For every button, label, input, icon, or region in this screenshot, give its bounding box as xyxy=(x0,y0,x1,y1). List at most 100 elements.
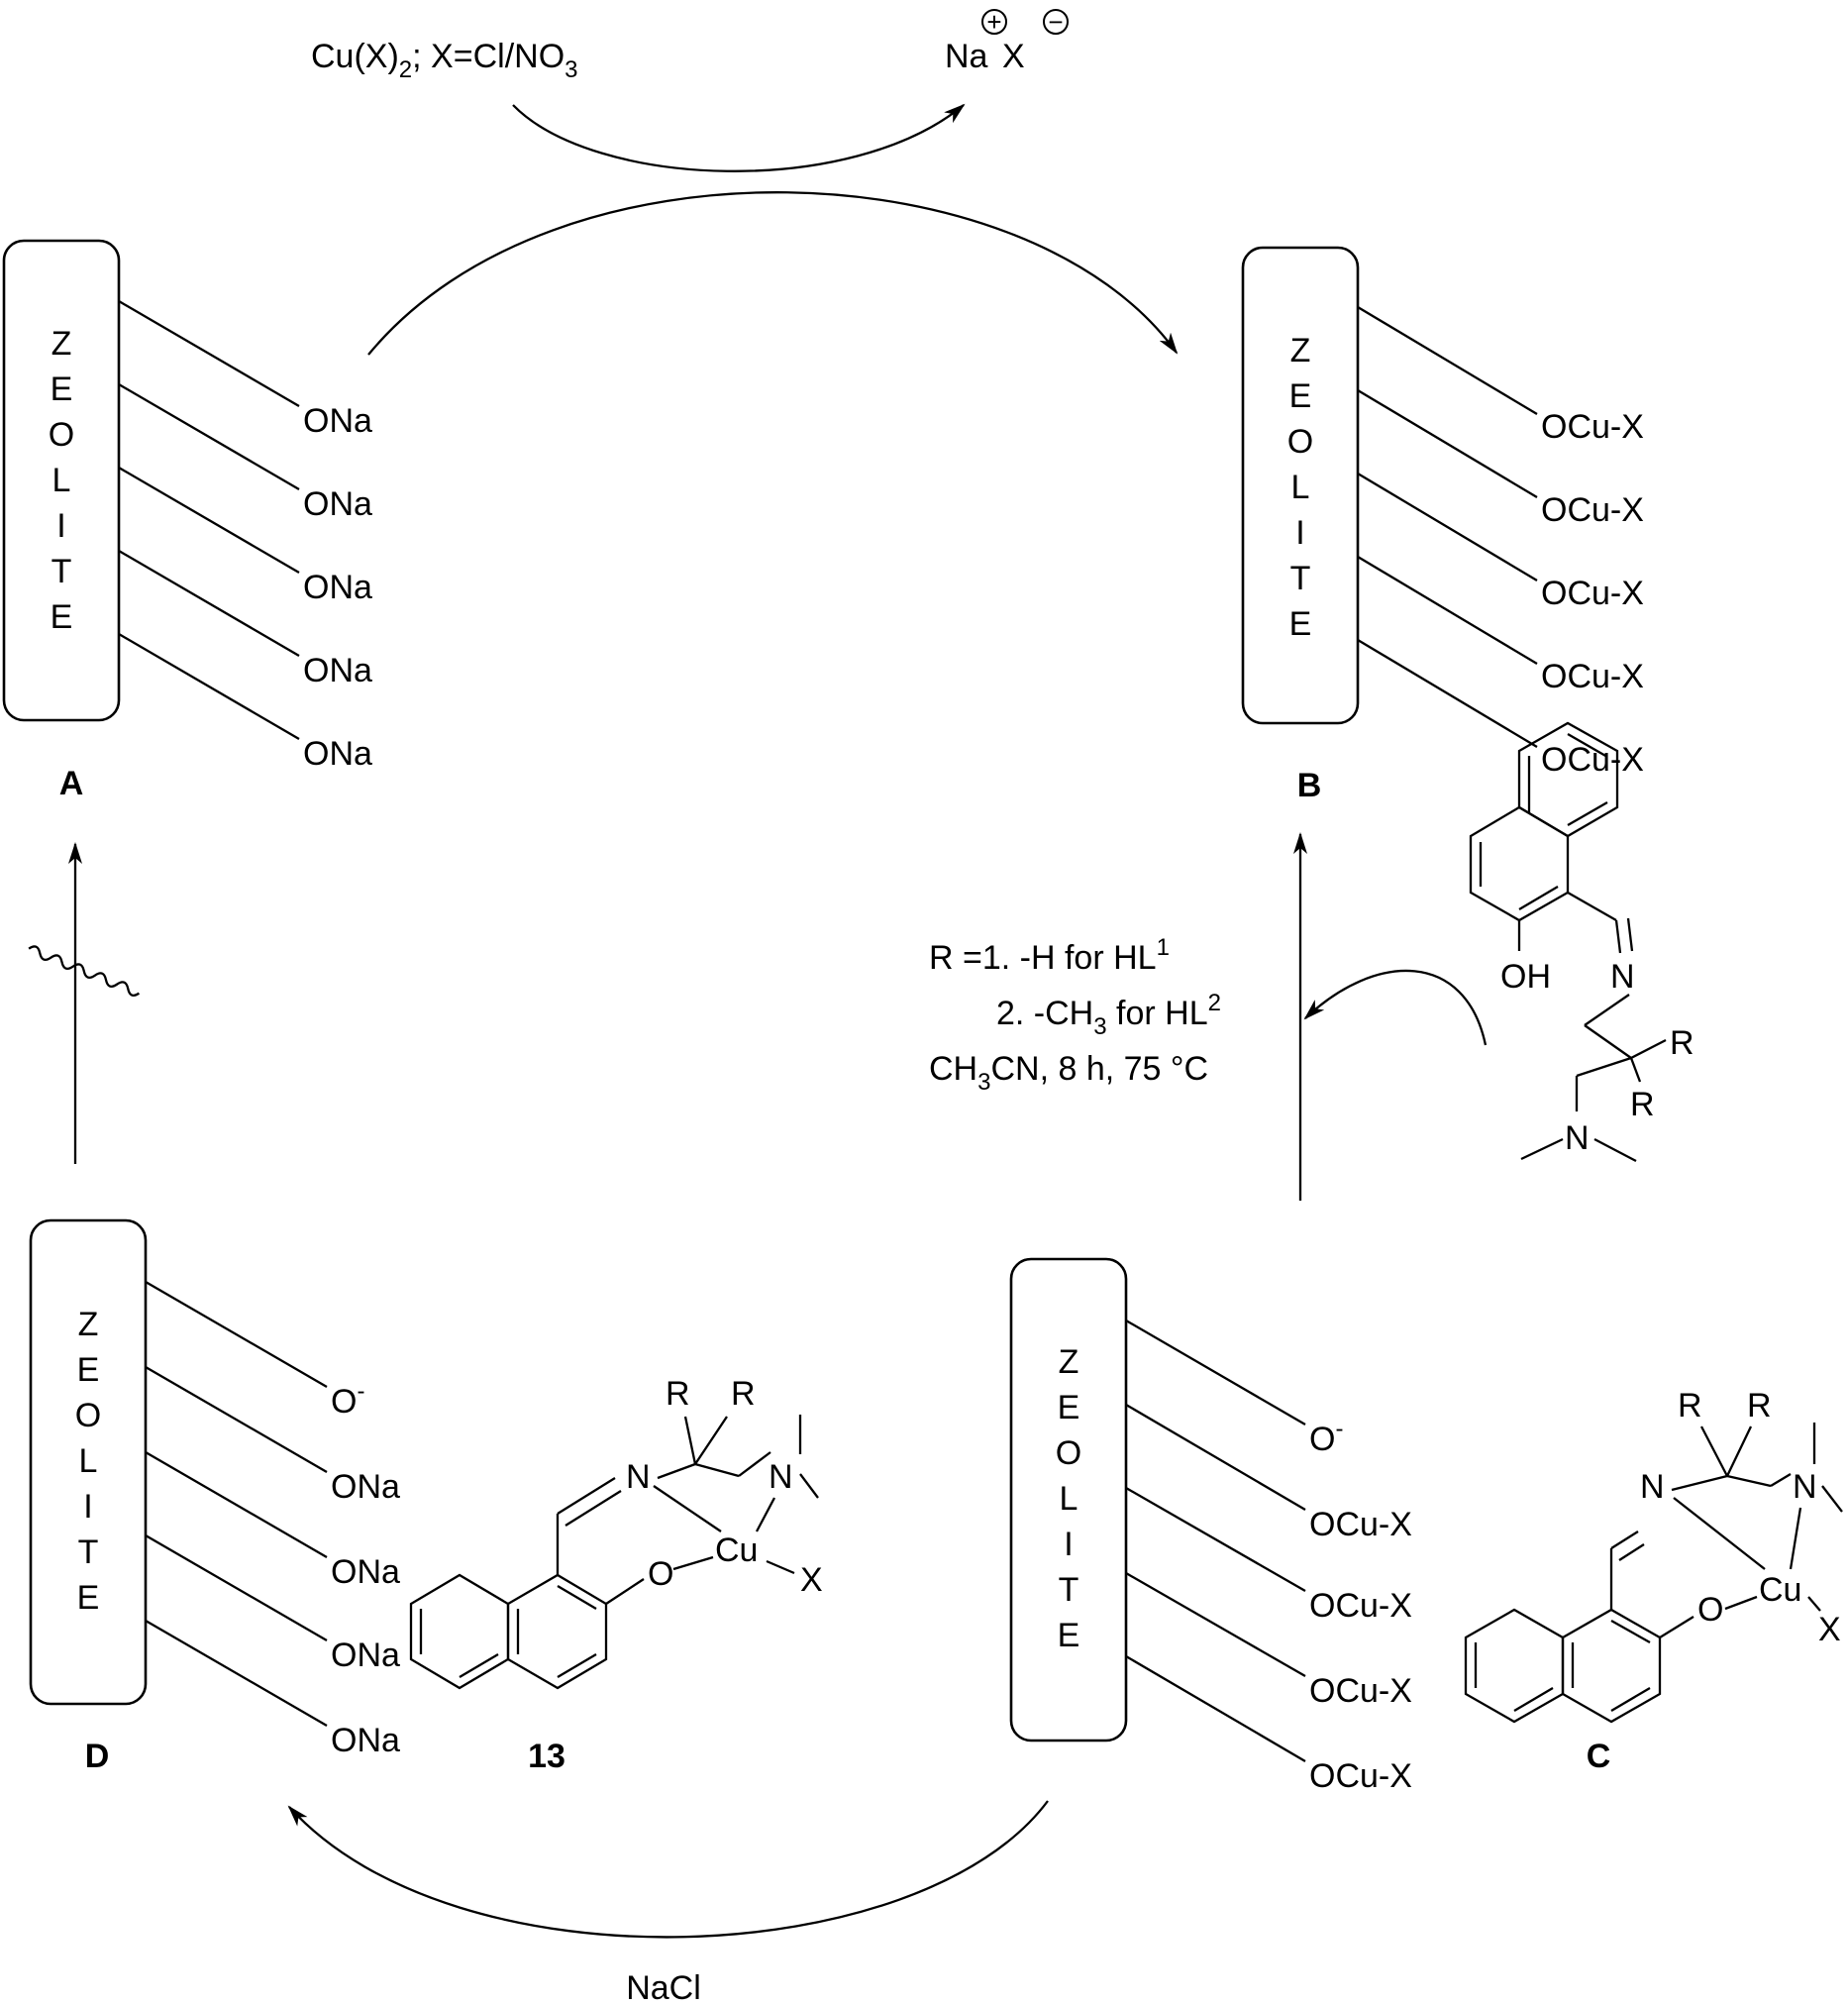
site-label: ONa xyxy=(303,402,372,440)
wavy-break-icon xyxy=(28,945,141,997)
arrow-a-to-b xyxy=(367,191,1179,356)
svg-text:2. -CH3 for HL2: 2. -CH3 for HL2 xyxy=(996,990,1221,1040)
copper-label: Cu xyxy=(715,1531,758,1569)
zeolite-b: Z E O L I T E xyxy=(1241,246,1360,725)
copper-label: Cu xyxy=(1759,1571,1801,1609)
site-label: ONa xyxy=(303,652,372,689)
reagent-copper-salt: Cu(X)2; X=Cl/NO3 xyxy=(311,38,578,83)
svg-text:−: − xyxy=(1048,7,1063,37)
zeolite-b-sites: OCu-X OCu-X OCu-X OCu-X OCu-X xyxy=(1357,306,1644,779)
r-label: R xyxy=(1678,1387,1702,1425)
svg-text:T: T xyxy=(1059,1571,1079,1609)
amine-n-label: N xyxy=(1793,1468,1817,1506)
imine-n-label: N xyxy=(626,1458,651,1496)
arrow-ligand-addition xyxy=(1303,969,1488,1046)
r-label: R xyxy=(731,1375,756,1413)
zeolite-a-sites: ONa ONa ONa ONa ONa xyxy=(118,300,372,773)
site-label: OCu-X xyxy=(1541,658,1644,695)
panel-b-label: B xyxy=(1297,767,1322,804)
site-label: ONa xyxy=(331,1553,400,1591)
site-label: OCu-X xyxy=(1309,1506,1412,1543)
svg-text:L: L xyxy=(52,462,71,499)
site-label: OCu-X xyxy=(1541,408,1644,446)
r-label: R xyxy=(1670,1024,1694,1062)
zeolite-a: Z E O L I T E xyxy=(2,239,121,722)
amine-n-label: N xyxy=(769,1458,793,1496)
svg-text:O: O xyxy=(1287,423,1313,461)
site-label: O- xyxy=(1309,1416,1343,1458)
panel-c-label: C xyxy=(1587,1738,1611,1775)
panel-a-label: A xyxy=(59,765,84,802)
imine-n-label: N xyxy=(1610,958,1635,996)
site-label: OCu-X xyxy=(1309,1672,1412,1710)
svg-text:Na: Na xyxy=(945,38,988,75)
svg-text:Z: Z xyxy=(1290,332,1311,370)
svg-text:CH3CN, 8 h, 75 °C: CH3CN, 8 h, 75 °C xyxy=(929,1050,1208,1096)
ligand-structure: OH N R R N xyxy=(1469,721,1694,1163)
site-label: ONa xyxy=(303,735,372,773)
svg-text:I: I xyxy=(83,1488,92,1526)
svg-text:O: O xyxy=(75,1397,101,1434)
svg-text:E: E xyxy=(1289,377,1312,415)
site-label: OCu-X xyxy=(1541,575,1644,612)
zeolite-c: Z E O L I T E xyxy=(1009,1257,1128,1742)
site-label: O- xyxy=(331,1378,364,1421)
site-label: ONa xyxy=(331,1636,400,1674)
phenolate-o-label: O xyxy=(1697,1591,1723,1629)
amine-n-label: N xyxy=(1565,1119,1590,1157)
svg-text:+: + xyxy=(986,7,1001,37)
svg-text:E: E xyxy=(1058,1617,1080,1654)
compound-13-label: 13 xyxy=(528,1738,565,1775)
svg-text:E: E xyxy=(77,1579,100,1617)
reaction-conditions: R =1. -H for HL1 2. -CH3 for HL2 CH3CN, … xyxy=(929,934,1221,1096)
site-label: OCu-X xyxy=(1309,1587,1412,1625)
phenolate-o-label: O xyxy=(648,1555,673,1593)
svg-text:Z: Z xyxy=(51,325,72,363)
svg-text:I: I xyxy=(56,507,65,545)
r-label: R xyxy=(1747,1387,1772,1425)
site-label: OCu-X xyxy=(1541,491,1644,529)
site-label: ONa xyxy=(331,1468,400,1506)
svg-text:E: E xyxy=(1289,605,1312,643)
svg-text:Z: Z xyxy=(1059,1343,1079,1381)
svg-text:E: E xyxy=(51,370,73,408)
arrow-c-to-d xyxy=(287,1800,1049,1939)
svg-text:E: E xyxy=(77,1351,100,1389)
complex-c-structure: N R R N O Cu X xyxy=(1464,1387,1843,1724)
site-label: OCu-X xyxy=(1309,1757,1412,1795)
byproduct-sodium-salt: Na X + − xyxy=(945,7,1069,75)
svg-text:T: T xyxy=(51,553,72,590)
svg-text:I: I xyxy=(1064,1526,1073,1563)
complex-13-structure: N R R N O Cu X xyxy=(409,1375,823,1690)
zeolite-d: Z E O L I T E xyxy=(29,1218,148,1706)
site-label: ONa xyxy=(303,485,372,523)
arrow-byproduct-release xyxy=(512,103,966,172)
imine-n-label: N xyxy=(1640,1468,1665,1506)
r-label: R xyxy=(1630,1086,1655,1123)
svg-text:E: E xyxy=(51,598,73,636)
x-ligand-label: X xyxy=(800,1561,823,1599)
r-label: R xyxy=(666,1375,690,1413)
x-ligand-label: X xyxy=(1818,1611,1841,1648)
svg-text:T: T xyxy=(78,1533,99,1571)
svg-text:E: E xyxy=(1058,1389,1080,1426)
site-label: ONa xyxy=(303,569,372,606)
svg-text:L: L xyxy=(1060,1480,1078,1518)
site-label: ONa xyxy=(331,1722,400,1759)
zeolite-c-sites: O- OCu-X OCu-X OCu-X OCu-X xyxy=(1125,1320,1412,1795)
panel-d-label: D xyxy=(85,1738,110,1775)
reagent-nacl: NaCl xyxy=(626,1969,701,2006)
svg-text:I: I xyxy=(1295,514,1304,552)
svg-text:X: X xyxy=(1002,38,1025,75)
hydroxyl-label: OH xyxy=(1500,958,1551,996)
zeolite-d-sites: O- ONa ONa ONa ONa xyxy=(145,1281,400,1759)
svg-text:L: L xyxy=(79,1442,98,1480)
svg-text:R =1. -H for HL1: R =1. -H for HL1 xyxy=(929,934,1170,977)
svg-text:L: L xyxy=(1291,469,1310,506)
svg-text:O: O xyxy=(49,416,74,454)
site-label: OCu-X xyxy=(1541,741,1644,779)
svg-text:O: O xyxy=(1056,1434,1081,1472)
svg-text:T: T xyxy=(1290,560,1311,597)
svg-text:Z: Z xyxy=(78,1306,99,1343)
